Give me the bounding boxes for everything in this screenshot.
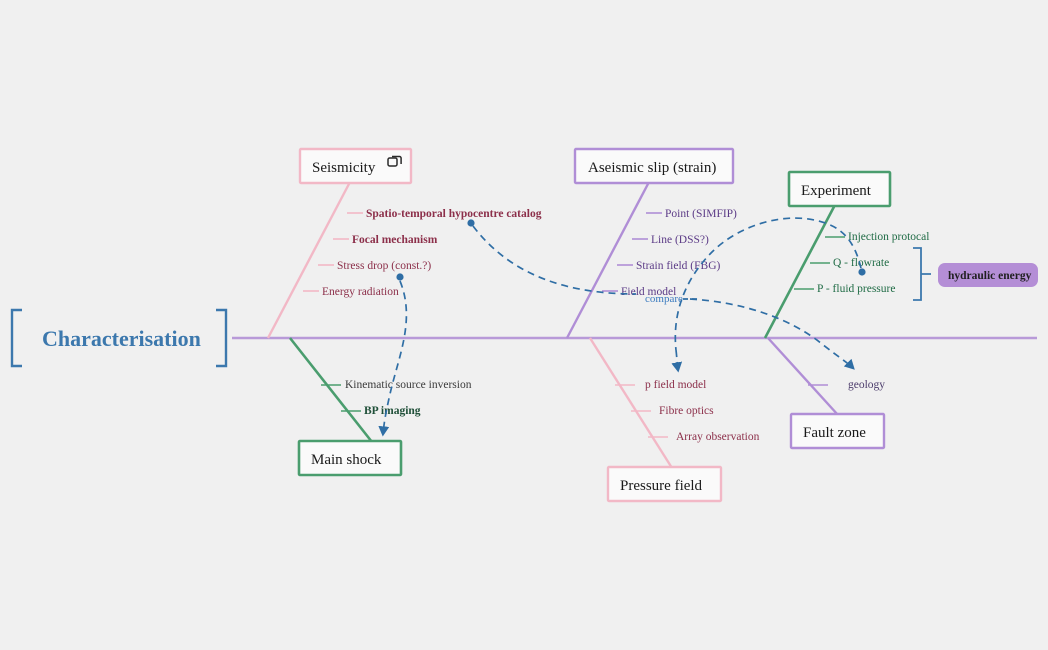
branch-experiment-rib <box>763 181 849 339</box>
root-bracket-left <box>10 308 22 368</box>
annotation-dashed-curve <box>674 217 862 351</box>
annotation-curve-compare-to-geology: compare <box>645 293 855 370</box>
branch-main-shock-box[interactable] <box>297 439 403 477</box>
branch-main-shock-rib <box>288 337 374 443</box>
root-bracket-right <box>216 308 228 368</box>
bone-label-focal-mechanism: Focal mechanism <box>352 234 438 246</box>
branch-main-shock: Main shock Kinematic source inversion BP… <box>288 337 472 477</box>
branch-fault-zone-title: Fault zone <box>803 425 866 441</box>
branch-seismicity-rib <box>266 181 352 339</box>
annotation-anchor-dot <box>467 219 475 227</box>
annotation-dashed-arrow-tail <box>671 349 683 373</box>
branch-experiment: Experiment Injection protocal Q - flowra… <box>763 170 929 339</box>
bone-label-field-model: Field model <box>621 286 676 298</box>
bone-label-fibre-optics: Fibre optics <box>659 405 714 417</box>
bone-label-kinematic-source-inversion: Kinematic source inversion <box>345 379 472 391</box>
copy-duplicate-icon[interactable] <box>387 155 402 167</box>
bone-label-injection-protocal: Injection protocal <box>848 231 929 243</box>
annotation-dashed-curve <box>472 225 637 295</box>
branch-seismicity-title: Seismicity <box>312 160 376 176</box>
branch-main-shock-title: Main shock <box>311 452 382 468</box>
branch-aseismic-slip-title: Aseismic slip (strain) <box>588 160 716 176</box>
bone-label-p-field-model: p field model <box>645 379 706 391</box>
hydraulic-energy-bracket <box>913 247 931 301</box>
annotation-curve-flowrate-to-p-field-model <box>671 217 866 373</box>
page-title: Characterisation <box>42 326 201 351</box>
bone-label-bp-imaging: BP imaging <box>364 405 421 417</box>
hydraulic-energy-badge-label: hydraulic energy <box>948 270 1032 282</box>
hydraulic-energy-badge[interactable] <box>938 263 1038 287</box>
annotation-anchor-dot <box>858 268 866 276</box>
branch-pressure-field-rib <box>588 337 674 469</box>
branch-experiment-title: Experiment <box>801 183 872 199</box>
bone-label-stress-drop: Stress drop (const.?) <box>337 260 431 272</box>
annotation-curve-catalog-to-field-model <box>467 219 637 295</box>
bone-label-energy-radiation: Energy radiation <box>322 286 399 298</box>
branch-seismicity-box[interactable] <box>298 147 413 185</box>
bone-label-spatio-temporal-hypocentre-catalog: Spatio-temporal hypocentre catalog <box>366 208 542 220</box>
annotation-dashed-curve <box>689 298 855 370</box>
annotation-anchor-dot <box>396 273 404 281</box>
branch-aseismic-slip-rib <box>565 181 651 339</box>
bone-label-array-observation: Array observation <box>676 431 760 443</box>
annotation-label-compare: compare <box>645 293 683 305</box>
bone-label-line-dss: Line (DSS?) <box>651 234 709 246</box>
branch-pressure-field-title: Pressure field <box>620 478 703 494</box>
bone-label-p-fluid-pressure: P - fluid pressure <box>817 283 895 295</box>
bone-label-strain-field-fbg: Strain field (FBG) <box>636 260 720 272</box>
hydraulic-energy-group: hydraulic energy <box>913 247 1038 301</box>
branch-fault-zone-box[interactable] <box>789 412 886 450</box>
branch-pressure-field: Pressure field p field model Fibre optic… <box>588 337 760 503</box>
bone-label-point-simfip: Point (SIMFIP) <box>665 208 737 220</box>
branch-seismicity: Seismicity Spatio-temporal hypocentre ca… <box>266 147 542 339</box>
branch-aseismic-slip: Aseismic slip (strain) Point (SIMFIP) Li… <box>565 147 737 339</box>
annotation-dashed-curve <box>378 280 408 437</box>
branch-experiment-box[interactable] <box>787 170 892 208</box>
annotation-curve-stressdrop-to-bp-imaging <box>378 273 408 437</box>
bone-label-q-flowrate: Q - flowrate <box>833 257 889 269</box>
branch-aseismic-slip-box[interactable] <box>573 147 735 185</box>
branch-pressure-field-box[interactable] <box>606 465 723 503</box>
branch-fault-zone-rib <box>767 337 839 416</box>
bone-label-geology: geology <box>848 379 885 391</box>
branch-fault-zone: Fault zone geology <box>767 337 886 450</box>
